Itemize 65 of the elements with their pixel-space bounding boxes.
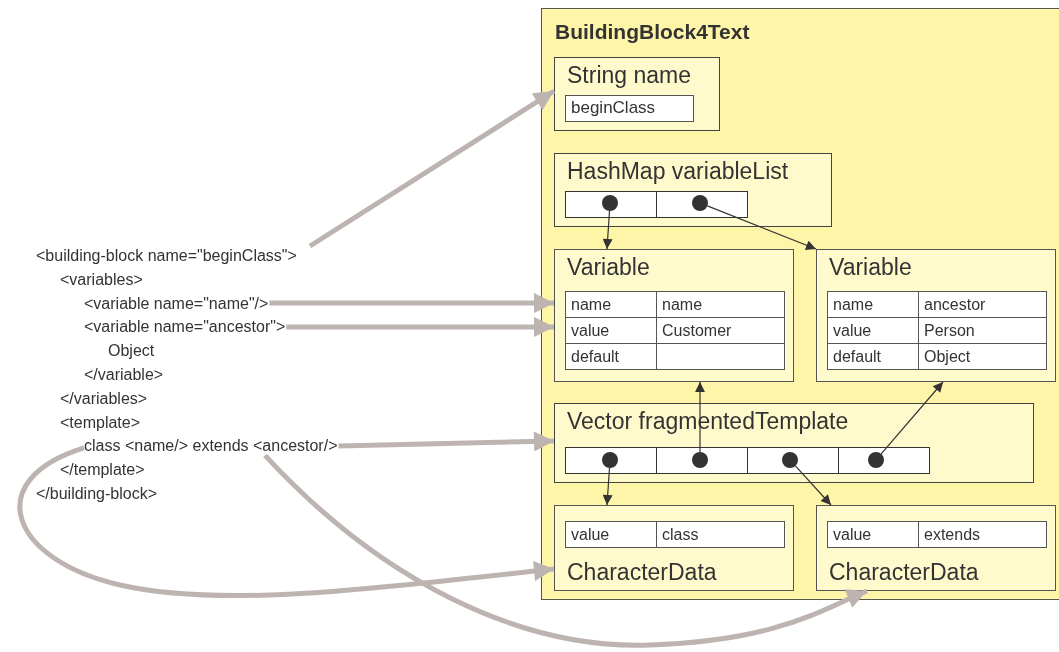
pointer-dot — [602, 195, 618, 211]
field-box — [554, 57, 720, 131]
table-cell: value — [827, 521, 919, 548]
field-heading: String name — [567, 62, 691, 89]
arrow — [338, 431, 555, 452]
field-box — [554, 153, 832, 227]
field-heading: HashMap variableList — [567, 158, 789, 185]
table-cell: value — [565, 521, 657, 548]
pointer-cell — [656, 447, 748, 474]
code-line: <variables> — [60, 269, 143, 289]
table-cell: default — [827, 343, 919, 370]
arrow — [263, 453, 868, 648]
table-cell: name — [656, 291, 785, 318]
code-line: <variable name="name"/> — [84, 293, 269, 313]
object-heading: Variable — [567, 254, 650, 281]
code-line: </variable> — [84, 365, 164, 384]
pointer-cell — [656, 191, 748, 218]
object-box — [816, 249, 1056, 382]
field-box — [554, 403, 1034, 483]
table-cell: value — [827, 317, 919, 344]
pointer-arrow — [794, 465, 832, 506]
pointer-cell — [747, 447, 839, 474]
code-line: <building-block name="beginClass"> — [36, 246, 297, 265]
value-cell: beginClass — [565, 95, 694, 122]
pointer-dot — [692, 195, 708, 211]
table-cell: ancestor — [918, 291, 1047, 318]
table-cell: value — [565, 317, 657, 344]
table-cell: Customer — [656, 317, 785, 344]
code-line: Object — [108, 341, 155, 361]
arrow — [269, 293, 554, 314]
object-box — [554, 249, 794, 382]
pointer-arrow — [706, 205, 817, 250]
pointer-arrow — [602, 210, 613, 250]
pointer-dot — [782, 452, 798, 468]
code-line: class <name/> extends <ancestor/> — [84, 436, 338, 456]
object-box — [554, 505, 794, 591]
class-title: BuildingBlock4Text — [555, 20, 750, 44]
pointer-cell — [565, 191, 657, 218]
pointer-dot — [868, 452, 884, 468]
table-cell: Object — [918, 343, 1047, 370]
arrow — [286, 316, 554, 337]
object-box — [816, 505, 1056, 591]
code-line: <variable name="ancestor"> — [84, 317, 286, 337]
pointer-cell — [565, 447, 657, 474]
code-line: </building-block> — [36, 484, 157, 503]
pointer-dot — [692, 452, 708, 468]
code-line: </variables> — [60, 388, 148, 408]
code-line: <template> — [60, 412, 141, 432]
object-heading: Variable — [829, 254, 912, 281]
table-cell: default — [565, 343, 657, 370]
code-line: </template> — [60, 460, 145, 480]
table-cell: name — [565, 291, 657, 318]
table-cell: name — [827, 291, 919, 318]
pointer-arrow — [602, 467, 613, 506]
pointer-dot — [602, 452, 618, 468]
class-box — [541, 8, 1059, 600]
object-heading: CharacterData — [567, 559, 717, 586]
object-heading: CharacterData — [829, 559, 979, 586]
table-cell: Person — [918, 317, 1047, 344]
table-cell: class — [656, 521, 785, 548]
pointer-arrow — [880, 381, 944, 455]
arrow — [308, 88, 556, 249]
table-cell: extends — [918, 521, 1047, 548]
arrow — [17, 445, 555, 598]
pointer-cell — [838, 447, 930, 474]
